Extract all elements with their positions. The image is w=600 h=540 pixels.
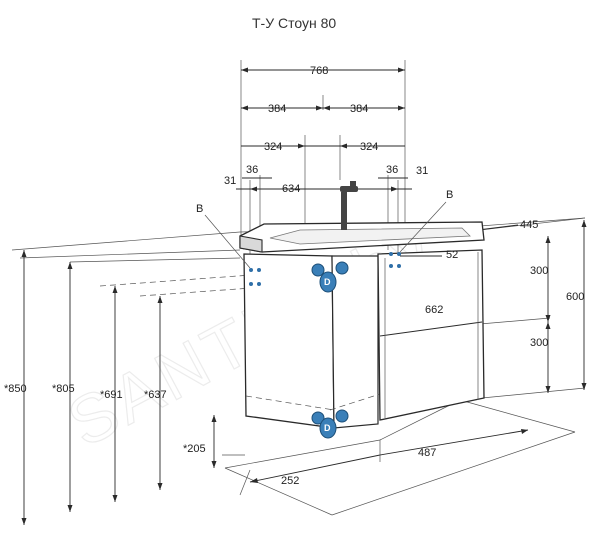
dim-depth-top: 445 (520, 219, 538, 231)
dim-bottom-right: 487 (418, 447, 436, 459)
dim-offset-left: 324 (264, 141, 282, 153)
right-dimensions: 300 300 600 445 (477, 217, 587, 399)
d-marker-bottom-label: D (324, 423, 331, 433)
mount-hole-icon (249, 282, 253, 286)
drawing-title: Т-У Стоун 80 (252, 15, 336, 31)
dim-floor-637: *637 (144, 389, 167, 401)
dim-edge-left: 31 (224, 175, 236, 187)
faucet-icon (340, 181, 358, 230)
b-callouts: B B (196, 189, 453, 269)
d-markers: D D (311, 261, 349, 439)
mount-hole-icon (257, 282, 261, 286)
vanity-cabinet: 662 52 (239, 181, 485, 429)
mount-hole-icon (397, 252, 401, 256)
dim-total-width: 768 (310, 65, 328, 77)
dim-floor-850: *850 (4, 383, 27, 395)
dim-inner-width: 634 (282, 183, 300, 195)
dim-edge-right: 31 (416, 165, 428, 177)
dim-inner-height: 662 (425, 304, 443, 316)
dim-mount-offset: 52 (446, 249, 458, 261)
dim-side-left: 36 (246, 164, 258, 176)
dim-offset-right: 324 (360, 141, 378, 153)
fixing-point-icon (311, 263, 325, 277)
dim-drawer-top: 300 (530, 265, 548, 277)
dim-drawer-bottom: 300 (530, 337, 548, 349)
d-marker-bottom-icon (319, 417, 337, 439)
mount-hole-icon (389, 252, 393, 256)
top-dimensions: 768 384 384 324 324 36 36 31 31 634 (224, 60, 428, 260)
open-shelf (331, 255, 379, 429)
dim-floor-805: *805 (52, 383, 75, 395)
dim-floor-691: *691 (100, 389, 123, 401)
dim-height-total: 600 (566, 291, 584, 303)
mount-hole-icon (257, 268, 261, 272)
mount-hole-icon (397, 264, 401, 268)
fixing-point-icon (311, 411, 325, 425)
dim-side-right: 36 (386, 164, 398, 176)
d-marker-top-icon (319, 271, 337, 293)
left-dimensions: *850 *805 *691 *637 *205 (4, 250, 217, 525)
d-marker-top-label: D (324, 277, 331, 287)
countertop-edge (239, 235, 263, 253)
callout-b-left: B (196, 203, 203, 215)
fixing-point-icon (335, 261, 349, 275)
callout-b-right: B (446, 189, 453, 201)
sink-bowl (269, 227, 471, 245)
dim-floor-205: *205 (183, 443, 206, 455)
fixing-point-icon (335, 409, 349, 423)
dim-half-right: 384 (350, 103, 368, 115)
bottom-dimensions: 252 487 (249, 429, 529, 487)
mount-hole-icon (389, 264, 393, 268)
drawer-unit (377, 249, 485, 421)
dim-half-left: 384 (268, 103, 286, 115)
mount-hole-icon (249, 268, 253, 272)
dim-bottom-left: 252 (281, 475, 299, 487)
